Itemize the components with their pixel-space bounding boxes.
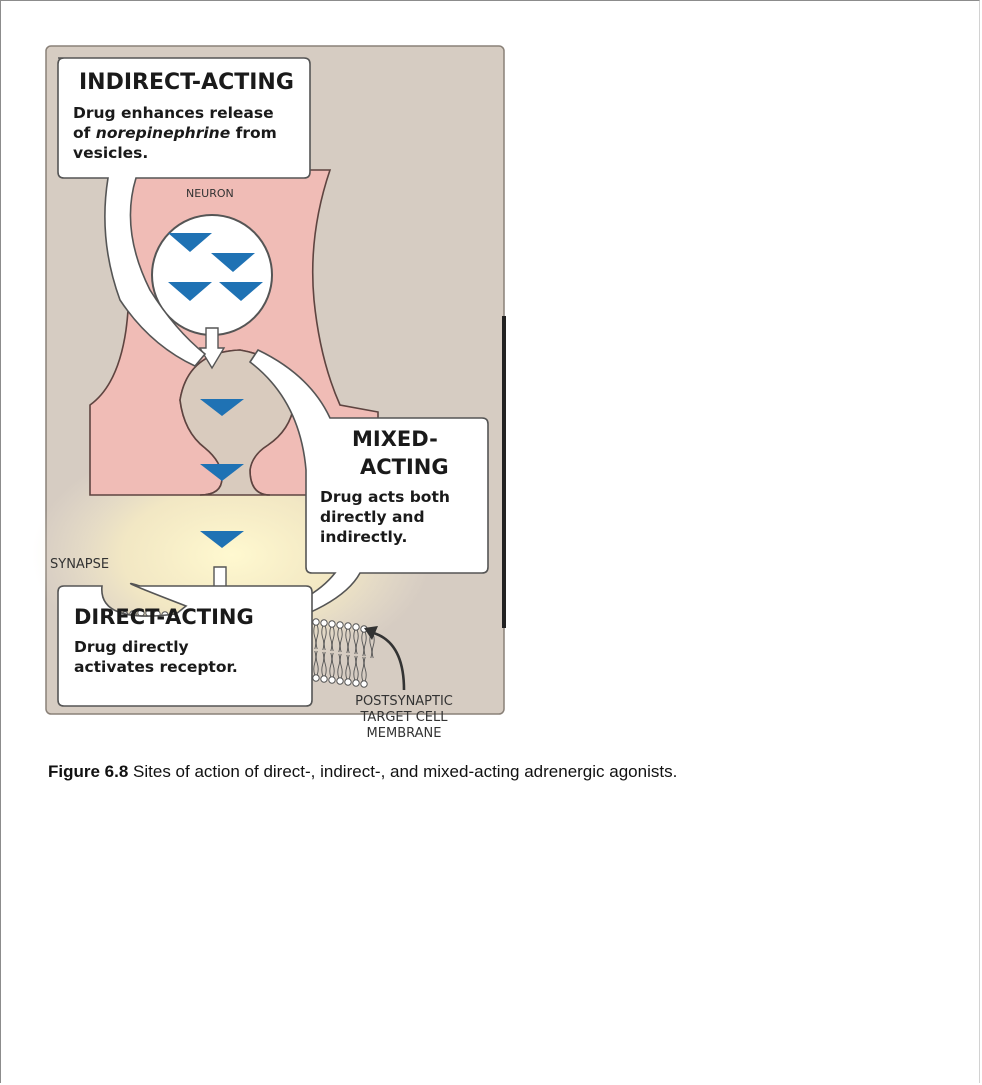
caption-text: Sites of action of direct-, indirect-, a… — [128, 762, 677, 781]
direct-line-1: Drug directly — [74, 638, 189, 656]
indirect-from: from — [230, 124, 277, 142]
indirect-title: INDIRECT-ACTING — [79, 70, 294, 95]
membrane-label-3: MEMBRANE — [367, 726, 442, 741]
direct-title: DIRECT-ACTING — [74, 605, 254, 629]
direct-line-2: activates receptor. — [74, 658, 238, 676]
mixed-line-3: indirectly. — [320, 528, 407, 546]
mixed-line-2: directly and — [320, 508, 425, 526]
indirect-norepinephrine: norepinephrine — [96, 124, 230, 142]
indirect-line-2: of norepinephrine from — [73, 124, 277, 142]
membrane-label-2: TARGET CELL — [360, 710, 449, 725]
mixed-line-1: Drug acts both — [320, 488, 450, 506]
panel-edge-shadow — [502, 316, 506, 628]
figure-caption: Figure 6.8 Sites of action of direct-, i… — [48, 762, 968, 782]
indirect-of: of — [73, 124, 96, 142]
adrenergic-agonist-figure: INDIRECT-ACTING Drug enhances release of… — [0, 0, 982, 760]
figure-number: Figure 6.8 — [48, 762, 128, 781]
mixed-title-1: MIXED- — [352, 427, 438, 451]
synapse-label: SYNAPSE — [50, 557, 109, 572]
indirect-line-1: Drug enhances release — [73, 104, 274, 122]
indirect-line-3: vesicles. — [73, 144, 148, 162]
mixed-title-2: ACTING — [360, 455, 449, 479]
membrane-label-1: POSTSYNAPTIC — [355, 694, 453, 709]
neuron-label: NEURON — [186, 187, 234, 200]
